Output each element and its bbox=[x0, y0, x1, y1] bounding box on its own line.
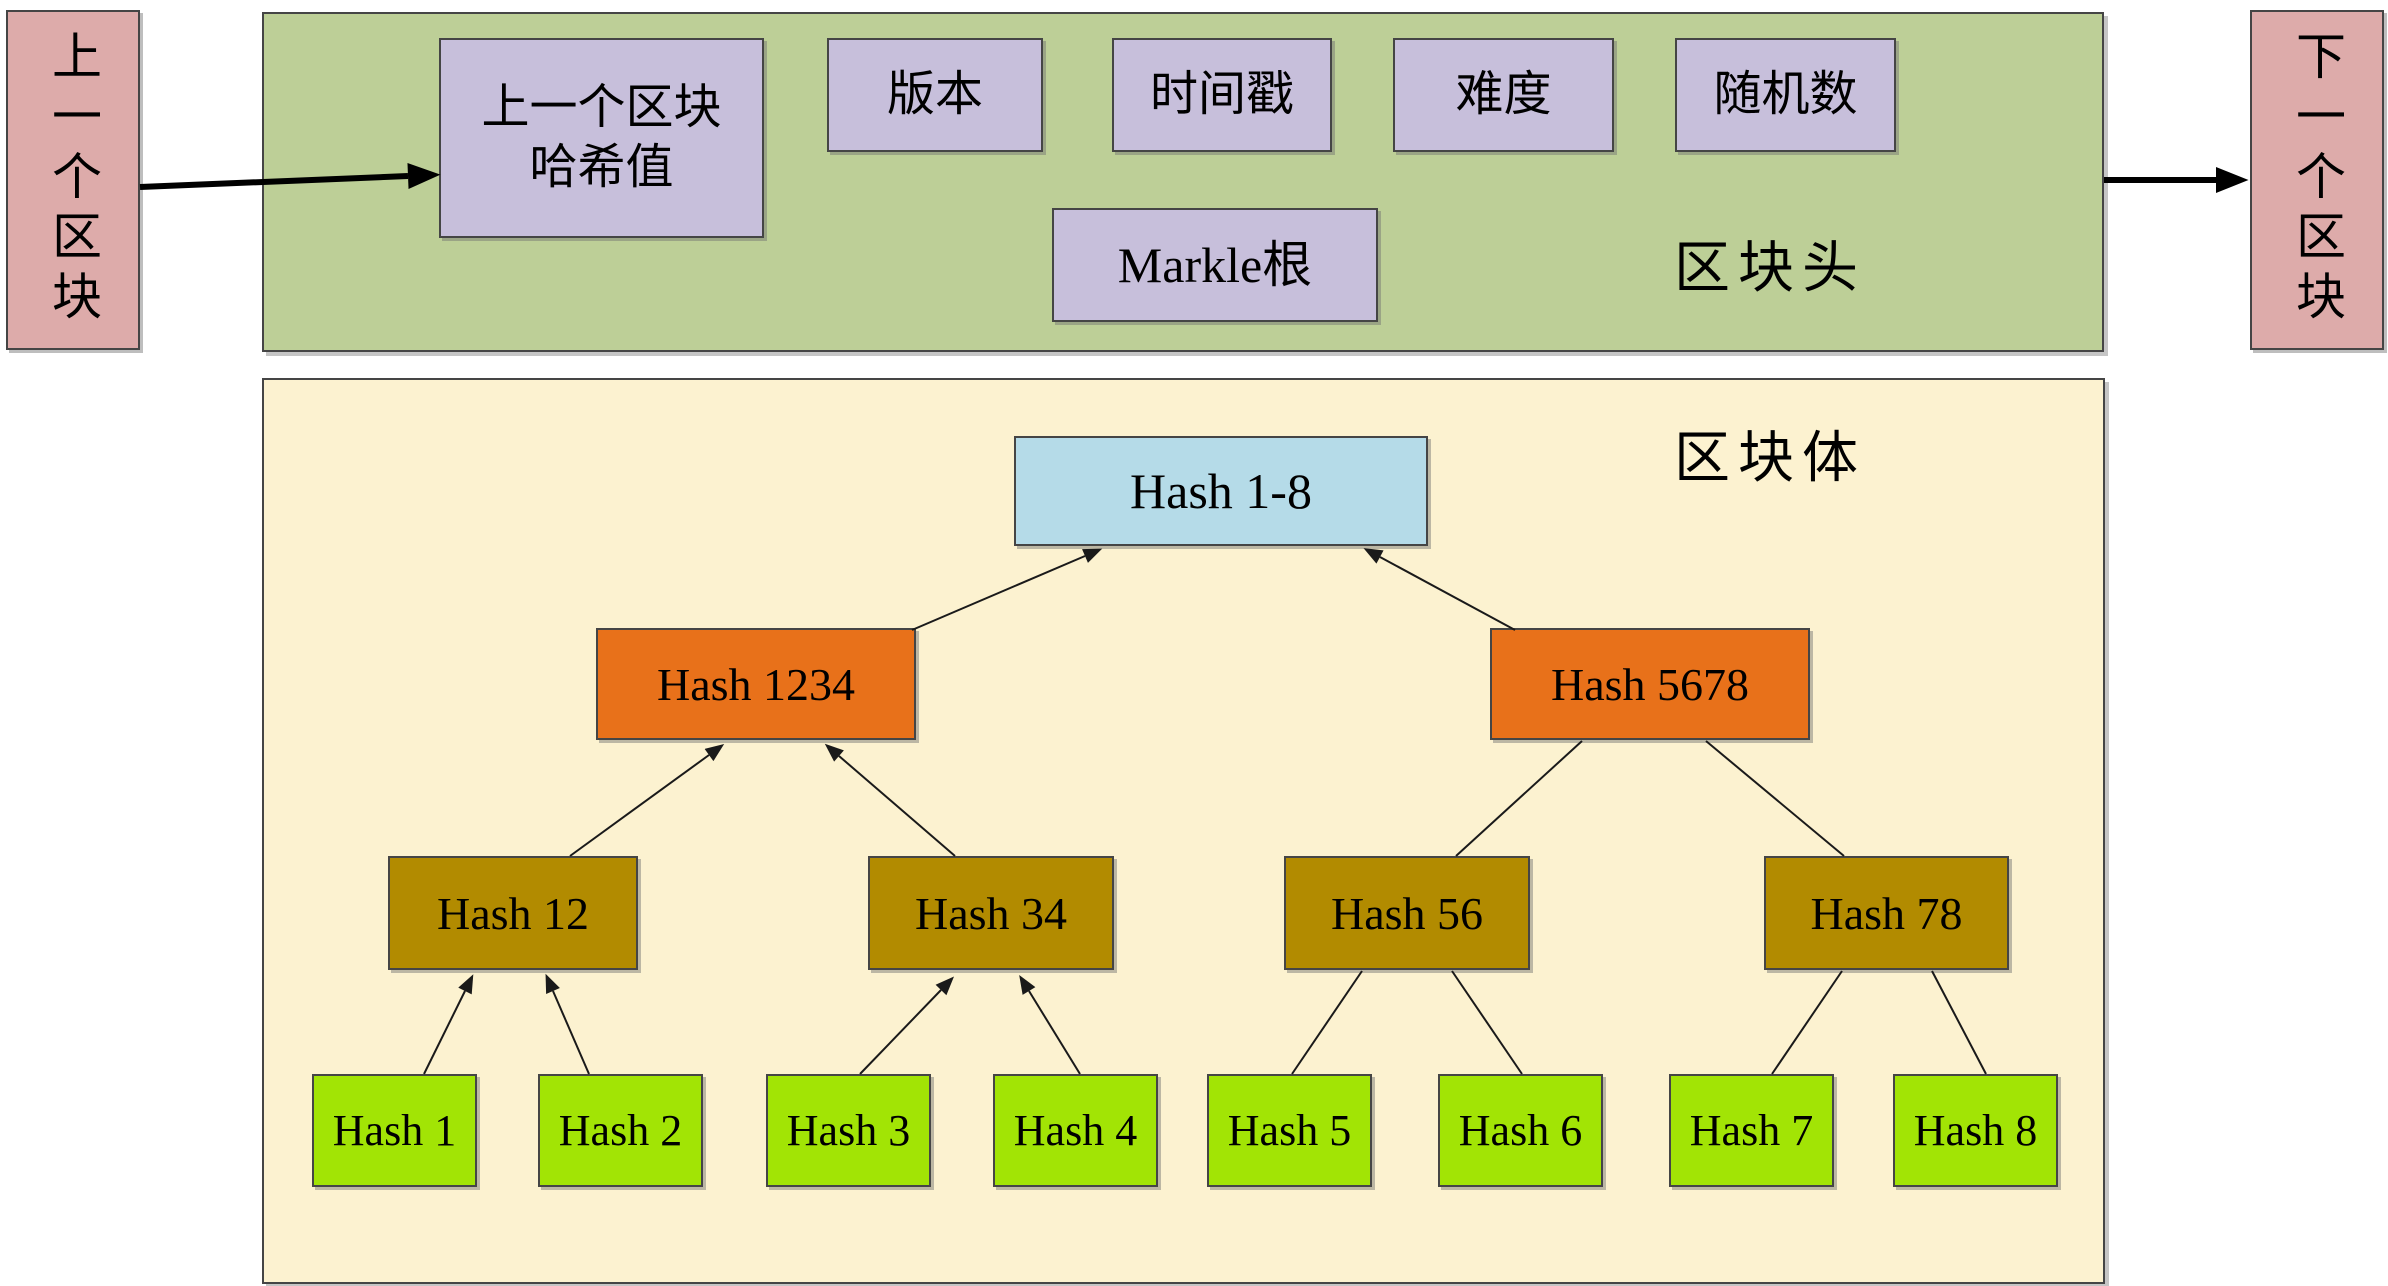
hash-1-leaf: Hash 1 bbox=[312, 1074, 477, 1187]
prev-block-hash-field: 上一个区块 哈希值 bbox=[439, 38, 764, 238]
hash-7-leaf: Hash 7 bbox=[1669, 1074, 1834, 1187]
hash-4-leaf: Hash 4 bbox=[993, 1074, 1158, 1187]
hash-6-leaf: Hash 6 bbox=[1438, 1074, 1603, 1187]
hash-8-leaf: Hash 8 bbox=[1893, 1074, 2058, 1187]
block-body-label: 区块体 bbox=[1674, 427, 1866, 490]
nonce-field: 随机数 bbox=[1675, 38, 1896, 152]
next-block-box: 下一个区块 bbox=[2250, 10, 2384, 350]
prev-block-hash-line2: 哈希值 bbox=[529, 141, 674, 194]
hash-5678-node: Hash 5678 bbox=[1490, 628, 1810, 740]
hash-3-leaf: Hash 3 bbox=[766, 1074, 931, 1187]
version-field: 版本 bbox=[827, 38, 1043, 152]
merkle-root-node: Hash 1-8 bbox=[1014, 436, 1428, 546]
timestamp-field: 时间戳 bbox=[1112, 38, 1332, 152]
merkle-root-field: Markle根 bbox=[1052, 208, 1378, 322]
hash-78-node: Hash 78 bbox=[1764, 856, 2009, 970]
hash-1234-node: Hash 1234 bbox=[596, 628, 916, 740]
block-header-label: 区块头 bbox=[1674, 237, 1866, 300]
hash-34-node: Hash 34 bbox=[868, 856, 1114, 970]
prev-block-hash-line1: 上一个区块 bbox=[481, 81, 722, 134]
previous-block-box: 上一个区块 bbox=[6, 10, 140, 350]
difficulty-field: 难度 bbox=[1393, 38, 1614, 152]
hash-2-leaf: Hash 2 bbox=[538, 1074, 703, 1187]
hash-56-node: Hash 56 bbox=[1284, 856, 1530, 970]
hash-12-node: Hash 12 bbox=[388, 856, 638, 970]
hash-5-leaf: Hash 5 bbox=[1207, 1074, 1372, 1187]
